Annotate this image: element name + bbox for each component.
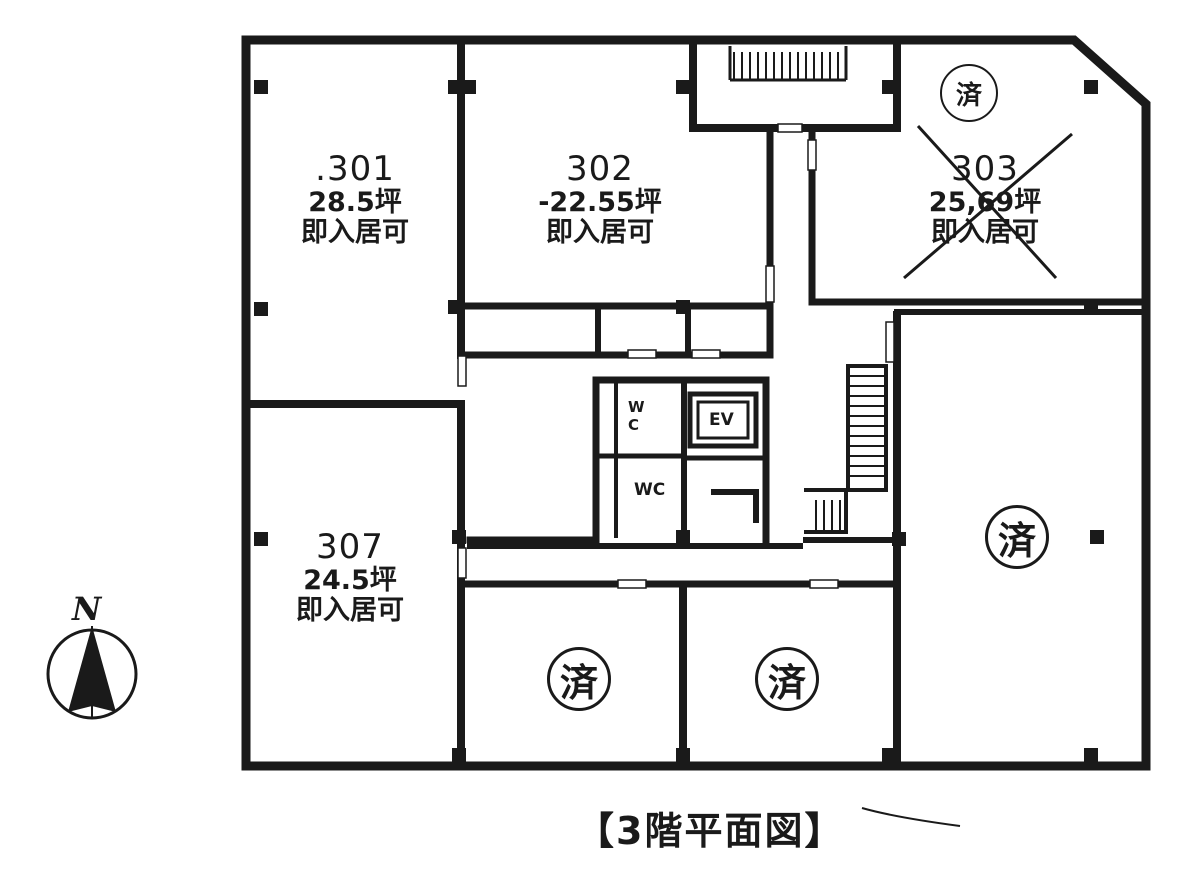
elevator-label: EV <box>709 410 734 430</box>
unit-area: 28.5坪 <box>308 187 402 219</box>
leased-stamp: 済 <box>985 505 1049 569</box>
floor-title: 【3階平面図】 <box>576 809 845 853</box>
unit-302-label: 302 -22.55坪 即入居可 <box>515 150 685 249</box>
unit-status: 即入居可 <box>301 217 409 249</box>
outer-wall <box>241 35 1151 771</box>
unit-area: -22.55坪 <box>538 187 662 219</box>
unit-number: 307 <box>316 527 384 567</box>
unit-number: .301 <box>315 149 395 189</box>
cross-out-mark <box>916 124 1058 280</box>
leased-stamp: 済 <box>755 647 819 711</box>
unit-301-label: .301 28.5坪 即入居可 <box>270 150 440 249</box>
unit-status: 即入居可 <box>546 217 654 249</box>
stair-enclosure <box>689 40 901 132</box>
leased-stamp: 済 <box>547 647 611 711</box>
compass-north-letter: N <box>72 590 102 628</box>
elevator-box <box>687 391 759 449</box>
north-arrow-icon <box>46 626 138 720</box>
unit-307-label: 307 24.5坪 即入居可 <box>265 528 435 627</box>
leased-stamp: 済 <box>940 64 998 122</box>
unit-number: 302 <box>566 149 634 189</box>
unit-number: 303 <box>951 149 1019 189</box>
unit-area: 25,69坪 <box>928 187 1042 219</box>
wc-lower-label: WC <box>634 480 666 500</box>
unit-area: 24.5坪 <box>303 565 397 597</box>
unit-303-label: 303 25,69坪 即入居可 <box>900 150 1070 249</box>
unit-status: 即入居可 <box>296 595 404 627</box>
wc-upper-label: W C <box>628 398 645 434</box>
unit-status: 即入居可 <box>931 217 1039 249</box>
